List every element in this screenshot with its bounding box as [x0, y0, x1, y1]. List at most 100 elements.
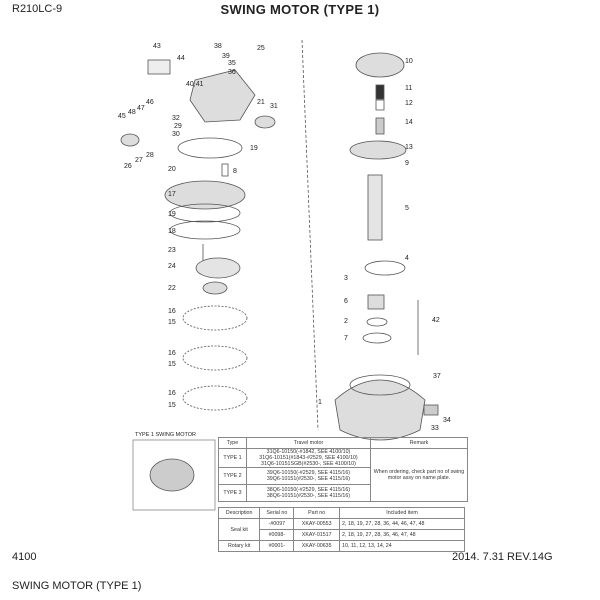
motor-line: 38Q6-10151(#2530-, SEE 4115/16) [266, 493, 351, 499]
callout: 16 [168, 390, 176, 397]
callout: 2 [344, 318, 348, 325]
cell: #0098- [259, 529, 295, 541]
callout: 4 [405, 255, 409, 262]
footer-caption: SWING MOTOR (TYPE 1) [12, 580, 142, 592]
cell: 39Q6-10150(-#2529, SEE 4115/16)39Q6-1015… [245, 467, 372, 485]
page-number: 4100 [12, 551, 37, 563]
callout: 44 [177, 55, 185, 62]
motor-line: 31Q6-10151SGB(#2530-, SEE 4100/10) [261, 461, 356, 467]
callout: 27 [135, 157, 143, 164]
divider-line [301, 39, 319, 431]
motor-line: 38Q6-10150(-#2529, SEE 4115/16) [266, 487, 351, 493]
callout: 14 [405, 119, 413, 126]
callout: 34 [443, 417, 451, 424]
callout: 16 [168, 308, 176, 315]
callout: 16 [168, 350, 176, 357]
callout: 36 [228, 69, 236, 76]
callout: 40,41 [186, 81, 204, 88]
cell: -#0097 [259, 518, 295, 530]
motor-line: 31Q6-10151(#1843-#2529, SEE 4100/10) [259, 455, 358, 461]
callout: 33 [431, 425, 439, 432]
th: Travel motor [245, 437, 372, 449]
remark: When ordering, check part no of swing mo… [370, 448, 468, 502]
callout: 23 [168, 247, 176, 254]
callout: 24 [168, 263, 176, 270]
callout: 38 [214, 43, 222, 50]
th: Type [218, 437, 247, 449]
callout: 12 [405, 100, 413, 107]
cell: 38Q6-10150(-#2529, SEE 4115/16)38Q6-1015… [245, 484, 372, 502]
motor-line: 31Q6-10150(-#1842, SEE 4100/10) [266, 449, 351, 455]
cell: Rotary kit [217, 540, 261, 552]
callout: 1 [318, 399, 322, 406]
callout: 25 [257, 45, 265, 52]
callout: 15 [168, 319, 176, 326]
callout: 26 [124, 163, 132, 170]
callout: 30 [172, 131, 180, 138]
callout: 29 [174, 123, 182, 130]
cell: XKAY-00635 [293, 540, 340, 552]
callout: 13 [405, 144, 413, 151]
block-part [147, 59, 171, 75]
table-row: TYPE 3 38Q6-10150(-#2529, SEE 4115/16)38… [218, 484, 468, 502]
callout: 8 [233, 168, 237, 175]
callout: 22 [168, 285, 176, 292]
cell: TYPE 2 [218, 467, 247, 485]
callout-numbers: 43 38 25 39 44 35 36 40,41 46 47 48 45 2… [118, 43, 451, 432]
callout: 15 [168, 402, 176, 409]
cell: 2, 18, 19, 27, 28, 36, 44, 46, 47, 48 [339, 518, 465, 530]
motor-housing [334, 379, 426, 441]
cell: 10, 11, 12, 13, 14, 24 [339, 540, 465, 552]
cell: TYPE 1 [218, 448, 247, 468]
callout: 48 [128, 109, 136, 116]
th: Serial no [259, 507, 295, 519]
cell: #0001- [259, 540, 295, 552]
cell: TYPE 3 [218, 484, 247, 502]
callout: 37 [433, 373, 441, 380]
callout: 5 [405, 205, 409, 212]
motor-line: 39Q6-10151(#2530-, SEE 4115/16) [266, 476, 351, 482]
table-row: TYPE 1 31Q6-10150(-#1842, SEE 4100/10)31… [218, 448, 468, 502]
callout: 43 [153, 43, 161, 50]
callout: 15 [168, 361, 176, 368]
cell: XKAY-01517 [293, 529, 340, 541]
callout: 19 [250, 145, 258, 152]
revision-date: 2014. 7.31 REV.14G [452, 551, 553, 563]
valve-block [189, 69, 256, 123]
callout: 28 [146, 152, 154, 159]
motor-line: 39Q6-10150(-#2529, SEE 4115/16) [266, 470, 351, 476]
callout: 6 [344, 298, 348, 305]
callout: 3 [344, 275, 348, 282]
th: Description [217, 507, 261, 519]
th: Included item [339, 507, 465, 519]
callout: 35 [228, 60, 236, 67]
callout: 18 [168, 228, 176, 235]
callout: 9 [405, 160, 409, 167]
callout: 39 [222, 53, 230, 60]
cell: Seal kit [217, 518, 261, 541]
callout: 19 [168, 211, 176, 218]
callout: 42 [432, 317, 440, 324]
th: Part no [293, 507, 340, 519]
callout: 10 [405, 58, 413, 65]
page-title: SWING MOTOR (TYPE 1) [220, 2, 380, 17]
callout: 32 [172, 115, 180, 122]
cell: XKAY-00553 [293, 518, 340, 530]
callout: 17 [168, 191, 176, 198]
model-label: R210LC-9 [12, 3, 63, 15]
callout: 31 [270, 103, 278, 110]
callout: 45 [118, 113, 126, 120]
th: Remark [370, 437, 468, 449]
cell: 2, 18, 19, 27, 28, 36, 46, 47, 48 [339, 529, 465, 541]
cell: 31Q6-10150(-#1842, SEE 4100/10)31Q6-1015… [245, 448, 372, 468]
callout: 47 [137, 105, 145, 112]
inset-label: TYPE 1 SWING MOTOR [135, 432, 197, 438]
callout: 11 [405, 85, 412, 92]
